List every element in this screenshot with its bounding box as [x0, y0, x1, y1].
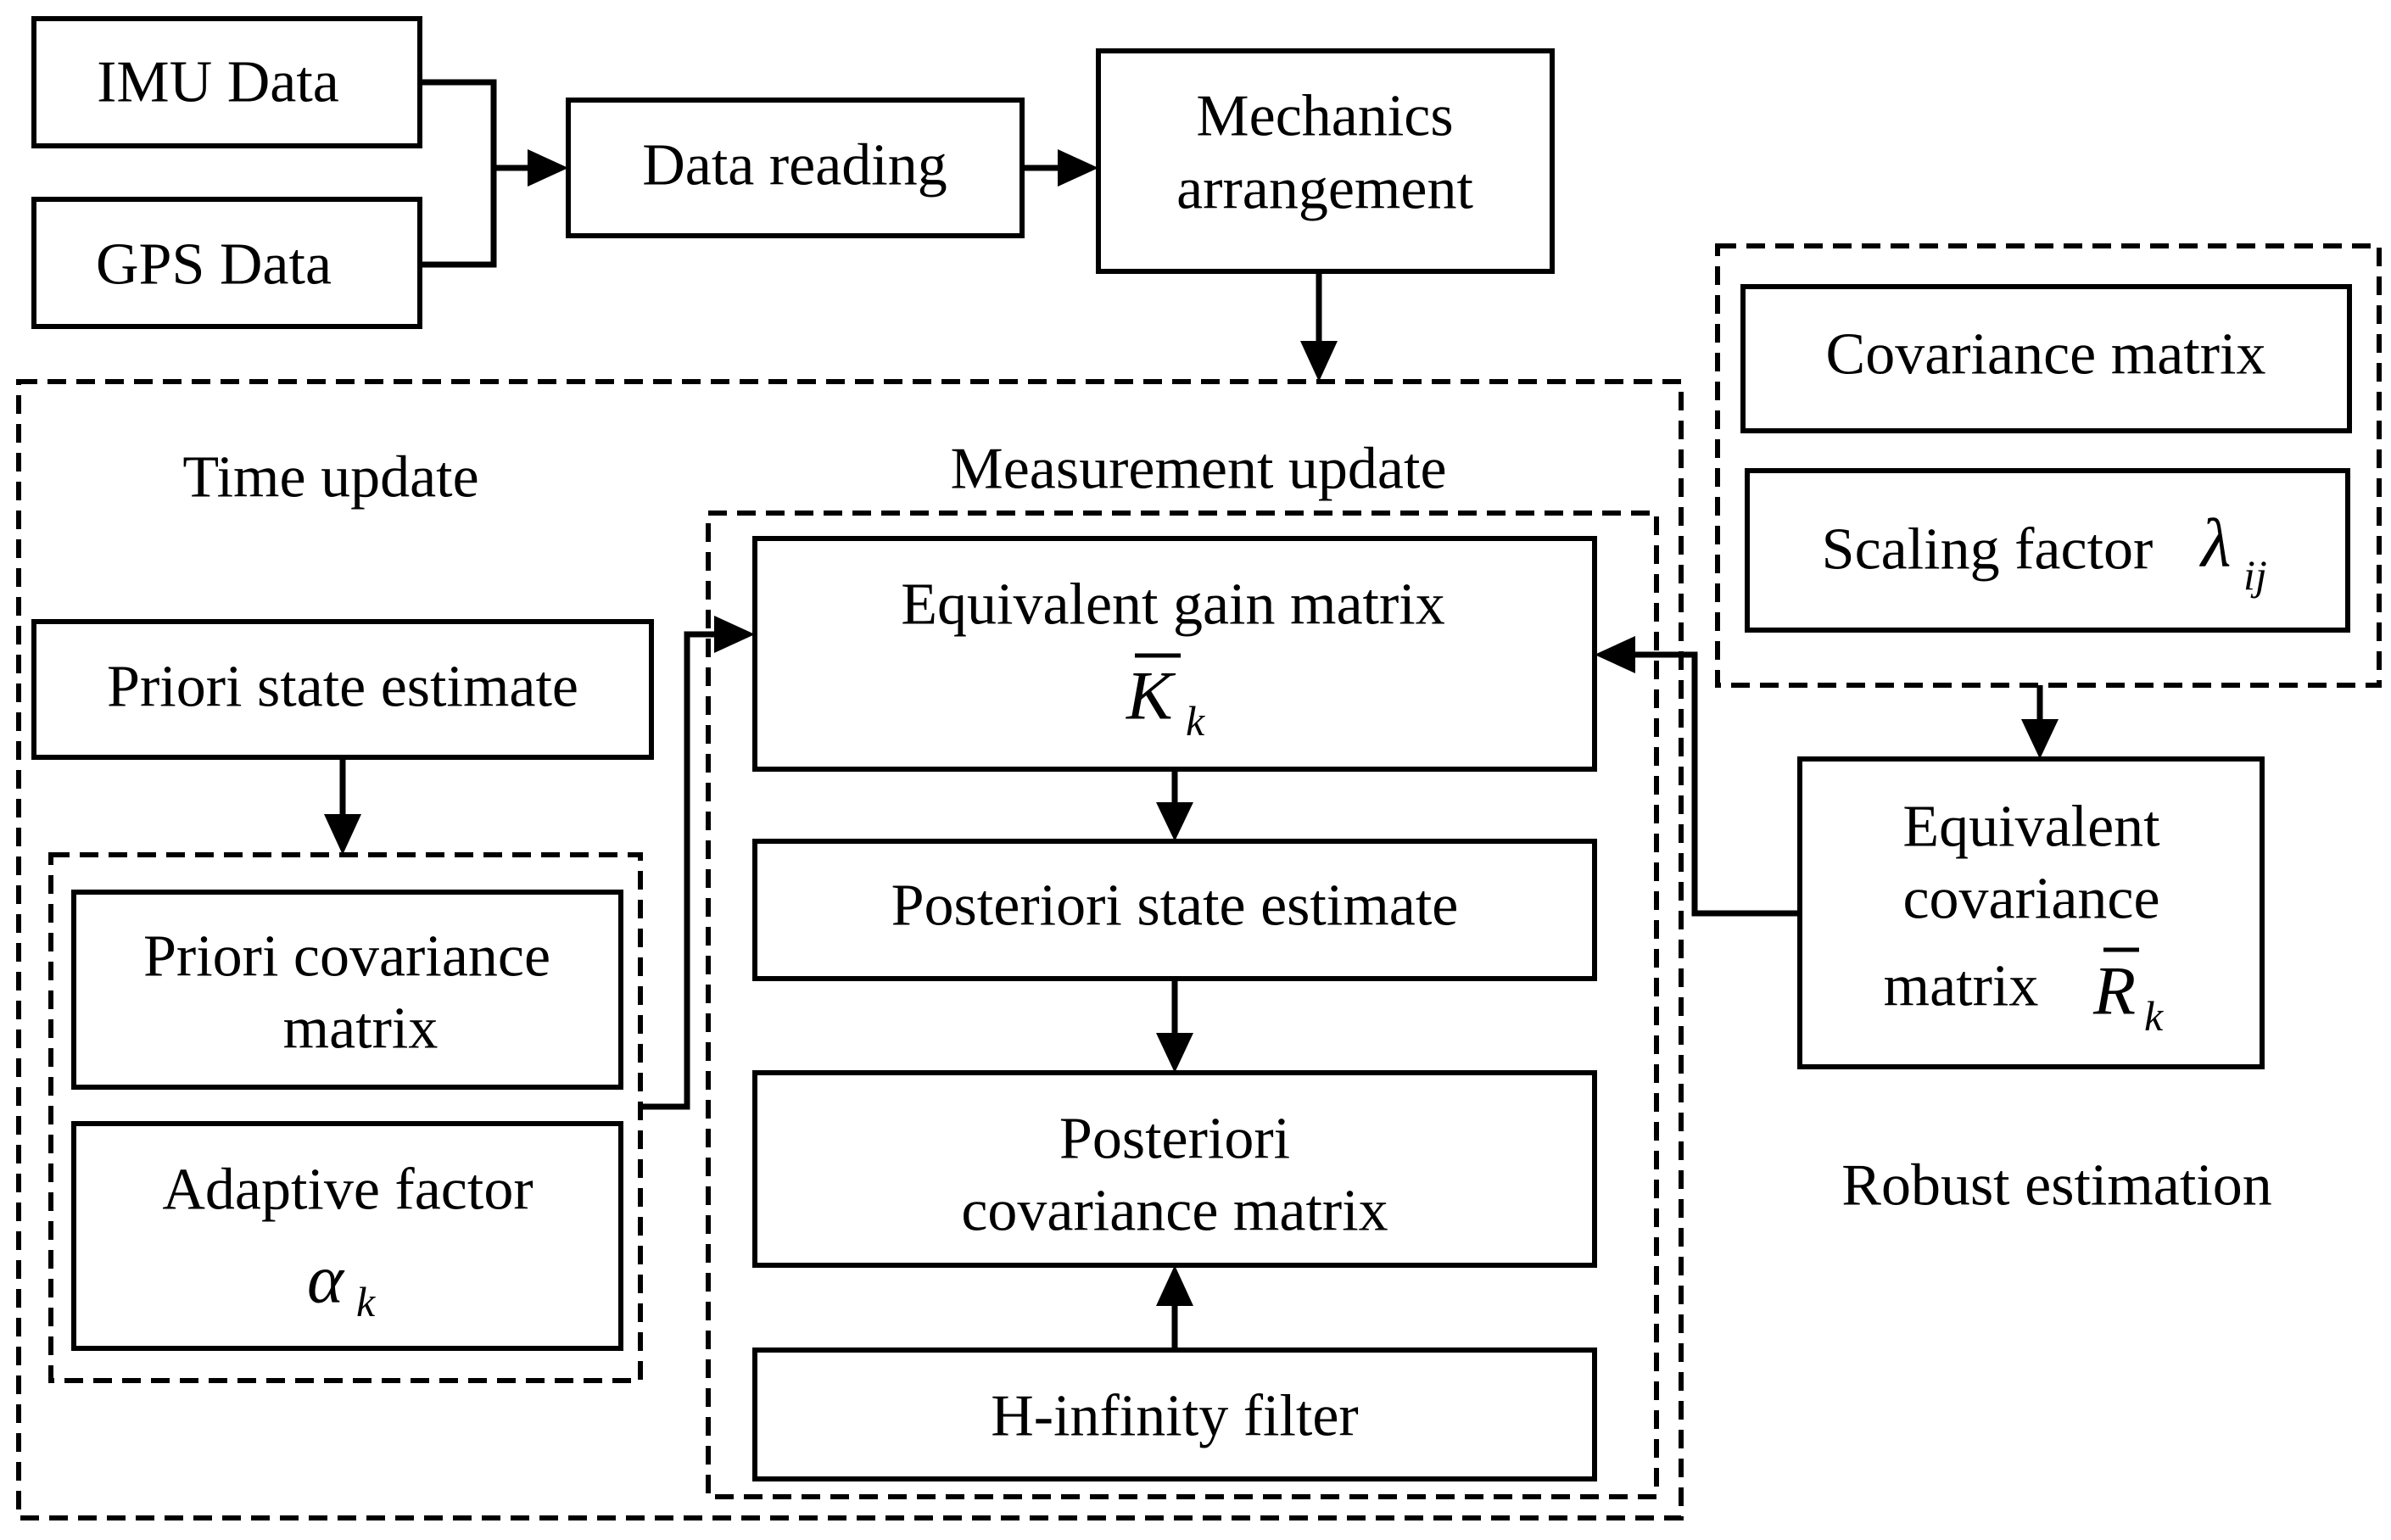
equivalent-covariance-box: Equivalent covariance matrix R k: [1797, 756, 2265, 1069]
scaling-subscript: ij: [2243, 551, 2267, 599]
mechanics-label-line1: Mechanics: [1196, 84, 1453, 149]
mechanics-arrangement-box: Mechanics arrangement: [1096, 48, 1555, 274]
data-reading-to-mechanics-arrowhead: [1058, 149, 1098, 187]
gain-subscript: k: [1186, 697, 1205, 745]
equiv-cov-to-gain-arrowhead: [1595, 636, 1635, 673]
priori-cov-label-line1: Priori covariance: [143, 924, 550, 990]
merge-to-data-reading-arrowhead: [528, 149, 568, 187]
data-reading-label: Data reading: [642, 133, 947, 198]
mechanics-label-line2: arrangement: [1176, 157, 1473, 222]
time-measurement-group: [16, 379, 1684, 1520]
scaling-symbol: λ: [2199, 505, 2232, 582]
measurement-update-group: [706, 511, 1659, 1499]
h-infinity-to-posteriori-cov-arrowhead: [1156, 1265, 1193, 1306]
adaptive-subscript: k: [356, 1278, 376, 1325]
adaptive-factor-label: Adaptive factor: [162, 1158, 533, 1223]
posteriori-state-to-cov-arrowhead: [1156, 1033, 1193, 1073]
scaling-factor-box: Scaling factor λ ij: [1745, 468, 2350, 633]
covariance-matrix-box: Covariance matrix: [1740, 284, 2352, 433]
mechanics-to-filter-arrowhead: [1300, 341, 1338, 382]
cov-group-to-gain-arrowhead: [714, 616, 755, 653]
equiv-cov-label-line2: covariance: [1902, 867, 2159, 932]
gps-data-label: GPS Data: [96, 232, 332, 298]
covariance-adaptive-group: [48, 852, 643, 1383]
imu-data-box: IMU Data: [31, 16, 422, 148]
priori-state-estimate-box: Priori state estimate: [31, 619, 654, 760]
equiv-cov-symbol: R: [2092, 952, 2136, 1029]
priori-cov-label-line2: matrix: [283, 996, 439, 1062]
posteriori-covariance-box: Posteriori covariance matrix: [752, 1070, 1597, 1268]
posteriori-state-estimate-box: Posteriori state estimate: [752, 839, 1597, 981]
gps-data-box: GPS Data: [31, 197, 422, 329]
robust-estimation-title: Robust estimation: [1841, 1153, 2272, 1219]
equivalent-gain-matrix-box: Equivalent gain matrix K k: [752, 536, 1597, 772]
posteriori-cov-label-line2: covariance matrix: [961, 1179, 1388, 1244]
priori-state-label: Priori state estimate: [107, 655, 578, 720]
gain-to-posteriori-state-arrowhead: [1156, 802, 1193, 841]
gain-matrix-label: Equivalent gain matrix: [901, 572, 1444, 638]
gain-symbol: K: [1126, 657, 1176, 734]
equiv-cov-subscript: k: [2144, 992, 2164, 1040]
priori-covariance-box: Priori covariance matrix: [71, 890, 623, 1090]
measurement-update-title: Measurement update: [950, 437, 1446, 502]
robust-inputs-to-equiv-cov-arrowhead: [2021, 719, 2059, 759]
imu-data-label: IMU Data: [97, 50, 339, 115]
covariance-matrix-label: Covariance matrix: [1826, 322, 2266, 388]
time-update-title: Time update: [182, 445, 478, 511]
adaptive-symbol: α: [307, 1241, 345, 1318]
cov-group-to-gain-connector: [640, 631, 717, 1110]
posteriori-state-label: Posteriori state estimate: [891, 873, 1459, 939]
equiv-cov-label-line1: Equivalent: [1902, 795, 2160, 860]
priori-state-to-cov-arrowhead: [324, 814, 361, 855]
scaling-factor-label: Scaling factor: [1822, 517, 2154, 583]
imu-to-merge-connector: [420, 79, 497, 268]
adaptive-factor-box: Adaptive factor α k: [71, 1121, 623, 1351]
data-reading-box: Data reading: [566, 98, 1025, 238]
robust-inputs-group: [1715, 243, 2382, 688]
h-infinity-label: H-infinity filter: [991, 1384, 1359, 1449]
equiv-cov-to-gain-connector: [1633, 651, 1800, 917]
posteriori-cov-label-line1: Posteriori: [1059, 1107, 1290, 1172]
h-infinity-filter-box: H-infinity filter: [752, 1348, 1597, 1481]
equiv-cov-label-line3: matrix: [1884, 954, 2039, 1019]
